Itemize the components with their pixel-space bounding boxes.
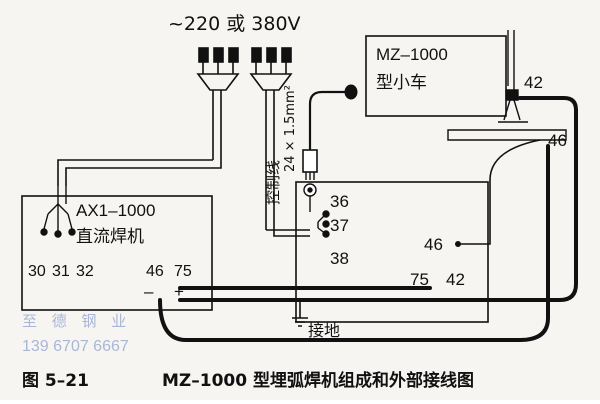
welder-sign-positive: + <box>174 282 184 301</box>
control-box-connector <box>303 183 330 238</box>
cart-title: MZ–1000 <box>376 45 448 64</box>
control-terminal-38: 38 <box>330 249 349 268</box>
ground-label: 接地 <box>308 321 340 340</box>
control-terminal-46: 46 <box>424 235 443 254</box>
control-terminal-42: 42 <box>446 270 465 289</box>
control-terminal-37: 37 <box>330 216 349 235</box>
welder-terminal-connector <box>40 186 76 238</box>
cart-wire-46-label: 46 <box>548 131 567 150</box>
welder-box <box>21 195 213 311</box>
control-cable-label: 控制线 <box>264 160 282 205</box>
power-plug-right <box>249 47 293 230</box>
power-plug-left <box>196 47 240 160</box>
welder-terminal-31: 31 <box>52 263 70 280</box>
welder-terminal-75: 75 <box>174 263 192 280</box>
cart-subtitle: 型小车 <box>376 73 427 93</box>
cart-terminal-42: 42 <box>524 73 543 92</box>
figure-number: 图 5–21 <box>22 371 89 391</box>
ground-symbol <box>292 300 308 327</box>
cart-box <box>365 35 507 117</box>
welder-terminal-46: 46 <box>146 263 164 280</box>
welder-sign-negative: – <box>144 282 154 301</box>
watermark-line2: 139 6707 6667 <box>22 338 129 355</box>
welder-terminal-32: 32 <box>76 263 94 280</box>
watermark-line1: 至 德 钢 业 <box>22 312 131 330</box>
cable-46-ground <box>158 144 550 342</box>
workpiece-rail <box>447 129 567 141</box>
control-box <box>295 181 489 323</box>
wire-46-to-rail <box>458 139 541 245</box>
control-terminal-36: 36 <box>330 192 349 211</box>
welder-terminal-30: 30 <box>28 263 46 280</box>
control-terminal-75: 75 <box>410 270 429 289</box>
control-cable-spec: 24 × 1.5mm² <box>283 85 298 172</box>
cart-welding-head <box>498 30 528 123</box>
control-box-power-cable <box>266 229 310 237</box>
welder-title: AX1–1000 <box>76 201 155 220</box>
cable-42-to-cart <box>178 96 578 302</box>
welding-cables <box>158 96 578 342</box>
control-cable <box>302 84 358 180</box>
welder-subtitle: 直流焊机 <box>76 227 144 247</box>
figure-title: MZ–1000 型埋弧焊机组成和外部接线图 <box>162 370 474 391</box>
welder-power-cable <box>57 159 222 186</box>
supply-voltage-label: ~220 或 380V <box>168 13 301 35</box>
